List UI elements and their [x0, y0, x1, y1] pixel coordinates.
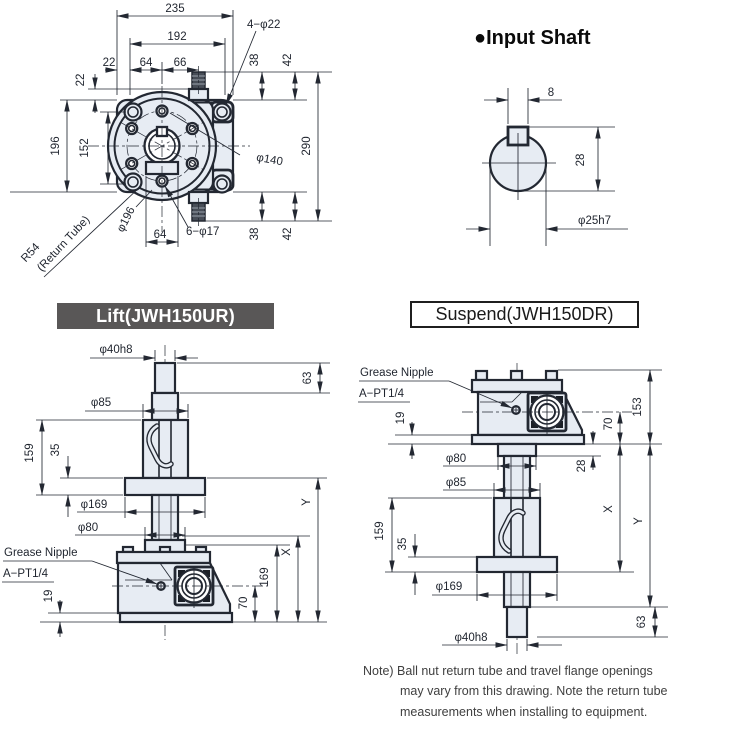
input-shaft-drawing: 8 28 φ25h7	[466, 87, 628, 246]
lift-grease-nipple	[156, 581, 166, 591]
suspend-base-flange	[470, 433, 586, 446]
dim-key-8: 8	[548, 87, 554, 99]
dim-28: 28	[576, 460, 588, 473]
dim-64-bottom: 64	[154, 229, 167, 241]
input-shaft-heading-text: ●Input Shaft	[474, 27, 591, 49]
dim-y: Y	[633, 517, 645, 525]
lift-housing-top-plate	[115, 550, 212, 565]
flange-bolt-holes	[125, 104, 199, 188]
label-return-tube: (Return Tube)	[35, 214, 92, 274]
suspend-ball-nut	[492, 496, 542, 559]
input-shaft-dimensions: 8 28 φ25h7	[466, 87, 628, 246]
suspend-screw-shaft-lower	[502, 570, 532, 609]
dim-6-phi17: 6−φ17	[186, 226, 219, 238]
suspend-grease-label-2: A−PT1/4	[359, 388, 405, 400]
suspend-view-drawing: Grease Nipple A−PT1/4 19 153 70 28 φ80	[358, 363, 668, 655]
dim-4-phi22: 4−φ22	[247, 19, 280, 31]
dim-x: X	[281, 548, 293, 556]
dim-phi80: φ80	[78, 522, 98, 534]
lift-grease-label-1: Grease Nipple	[4, 547, 78, 559]
dim-phi40h8: φ40h8	[454, 632, 487, 644]
dim-35: 35	[50, 444, 62, 457]
dim-phi85: φ85	[91, 397, 111, 409]
footnote-line-3: measurements when installing to equipmen…	[400, 704, 648, 719]
input-shaft-heading: ●Input Shaft	[474, 27, 591, 50]
dim-19: 19	[43, 590, 55, 603]
dim-192: 192	[167, 31, 186, 43]
lift-model-label: Lift(JWH150UR)	[57, 303, 274, 329]
dim-63: 63	[636, 616, 648, 629]
suspend-model-label: Suspend(JWH150DR)	[410, 301, 639, 328]
dim-phi169: φ169	[436, 581, 463, 593]
dim-196: 196	[50, 136, 62, 155]
dim-38-top: 38	[249, 54, 261, 67]
dim-phi140: φ140	[255, 152, 283, 168]
suspend-travel-flange	[475, 555, 559, 574]
suspend-guide-bushing	[496, 442, 538, 458]
dim-phi80: φ80	[446, 453, 466, 465]
dim-y: Y	[301, 498, 313, 506]
dim-70: 70	[238, 597, 250, 610]
dim-235: 235	[165, 3, 184, 15]
dim-70: 70	[603, 418, 615, 431]
lift-grease-label-2: A−PT1/4	[3, 568, 49, 580]
lift-screw-step	[150, 391, 180, 422]
suspend-housing-top-plate	[470, 378, 564, 394]
dim-63: 63	[302, 372, 314, 385]
dim-42-bottom: 42	[282, 228, 294, 241]
dim-159: 159	[24, 443, 36, 462]
dim-phi196: φ196	[115, 205, 138, 234]
suspend-dimensions: Grease Nipple A−PT1/4 19 153 70 28 φ80	[358, 367, 668, 651]
lift-base-flange	[118, 611, 234, 624]
lift-model-label-text: Lift(JWH150UR)	[96, 305, 235, 326]
dim-169: 169	[259, 567, 271, 586]
dim-28: 28	[575, 154, 587, 167]
suspend-screw-shaft-upper	[502, 454, 532, 500]
dim-phi169: φ169	[81, 499, 108, 511]
footnote-line-2: may vary from this drawing. Note the ret…	[400, 684, 668, 699]
dim-64-top: 64	[140, 57, 153, 69]
dim-42-top: 42	[282, 54, 294, 67]
dim-x: X	[603, 505, 615, 513]
dim-159: 159	[374, 521, 386, 540]
suspend-grease-label-1: Grease Nipple	[360, 367, 434, 379]
lift-dimensions: φ40h8 63 φ85 159 35 φ169 φ80 Grease Nipp…	[2, 344, 330, 637]
suspend-input-flange-bolts	[531, 396, 563, 428]
dim-152: 152	[79, 138, 91, 157]
dim-153: 153	[632, 397, 644, 416]
suspend-housing-bolt	[474, 369, 489, 382]
top-view-drawing: 235 192 22 64 66 4−φ22 38 42 38	[10, 3, 332, 278]
lift-view-drawing: φ40h8 63 φ85 159 35 φ169 φ80 Grease Nipp…	[2, 344, 330, 640]
suspend-model-label-text: Suspend(JWH150DR)	[435, 304, 614, 324]
dim-22-top: 22	[103, 57, 116, 69]
suspend-grease-nipple	[511, 405, 521, 415]
suspend-screw-tip	[505, 605, 529, 639]
lift-screw-shaft	[150, 493, 180, 542]
dim-290: 290	[301, 136, 313, 155]
top-view-centerlines	[88, 66, 250, 232]
dim-phi85: φ85	[446, 477, 466, 489]
dim-38-bottom: 38	[249, 228, 261, 241]
dim-19: 19	[395, 412, 407, 425]
footnote: Note) Ball nut return tube and travel fl…	[363, 661, 723, 722]
lift-travel-flange	[123, 476, 207, 497]
footnote-line-1: Note) Ball nut return tube and travel fl…	[363, 664, 653, 678]
dim-phi25h7: φ25h7	[578, 215, 611, 227]
lift-screw-tip	[153, 361, 177, 395]
lift-input-flange-bolts	[178, 570, 210, 602]
dim-22-left: 22	[75, 74, 87, 87]
dim-phi40h8: φ40h8	[99, 344, 132, 356]
dim-35: 35	[397, 538, 409, 551]
dim-66-top: 66	[174, 57, 187, 69]
